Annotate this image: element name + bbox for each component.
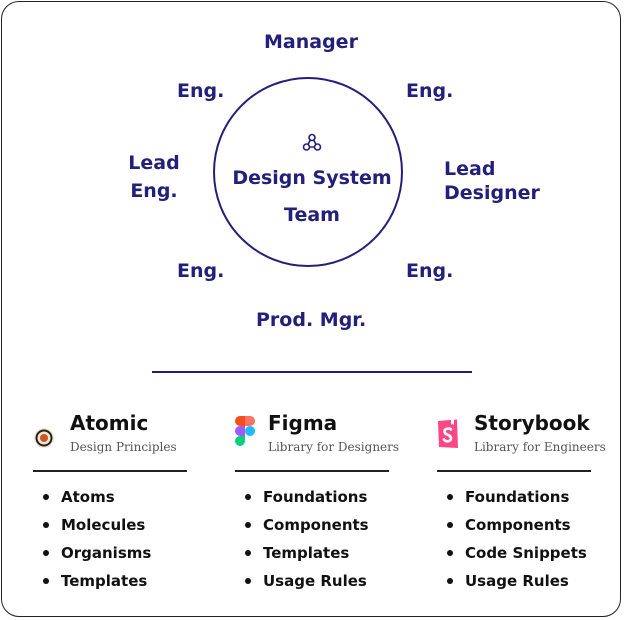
column-figma: Figma Library for Designers Foundations … xyxy=(235,410,399,600)
list-item: Usage Rules xyxy=(245,572,369,600)
atomic-logo-icon xyxy=(34,428,54,448)
list-item: Templates xyxy=(43,572,151,600)
column-subtitle-atomic: Design Principles xyxy=(70,440,177,454)
list-item: Components xyxy=(447,516,587,544)
column-rule-storybook xyxy=(437,470,591,472)
list-item: Code Snippets xyxy=(447,544,587,572)
column-header-figma: Figma Library for Designers xyxy=(235,410,399,460)
role-eng-top-left: Eng. xyxy=(177,80,225,102)
column-list-storybook: Foundations Components Code Snippets Usa… xyxy=(447,488,587,600)
column-title-atomic: Atomic xyxy=(70,411,149,435)
column-list-figma: Foundations Components Templates Usage R… xyxy=(245,488,369,600)
role-lead-eng-line2: Eng. xyxy=(130,180,178,202)
list-item: Atoms xyxy=(43,488,151,516)
column-title-storybook: Storybook xyxy=(474,411,590,435)
list-item: Molecules xyxy=(43,516,151,544)
column-rule-figma xyxy=(235,470,389,472)
storybook-logo-icon xyxy=(438,419,458,448)
list-item: Organisms xyxy=(43,544,151,572)
role-prod-mgr: Prod. Mgr. xyxy=(256,309,367,331)
column-subtitle-figma: Library for Designers xyxy=(268,440,400,454)
column-header-atomic: Atomic Design Principles xyxy=(33,410,193,460)
team-icon xyxy=(302,133,322,151)
role-eng-top-right: Eng. xyxy=(406,80,454,102)
team-label-line2: Team xyxy=(284,204,340,226)
column-subtitle-storybook: Library for Engineers xyxy=(474,440,606,454)
figma-logo-icon xyxy=(235,416,255,446)
team-center-label: Design System Team xyxy=(213,160,411,234)
role-lead-eng: Lead Eng. xyxy=(126,151,182,203)
list-item: Templates xyxy=(245,544,369,572)
column-atomic: Atomic Design Principles Atoms Molecules… xyxy=(33,410,193,600)
column-storybook: Storybook Library for Engineers Foundati… xyxy=(437,410,606,600)
team-label-line1: Design System xyxy=(232,167,392,189)
list-item: Foundations xyxy=(447,488,587,516)
role-lead-designer: Lead Designer xyxy=(444,157,544,205)
list-item: Components xyxy=(245,516,369,544)
role-manager: Manager xyxy=(264,31,358,53)
column-title-figma: Figma xyxy=(268,411,338,435)
role-eng-bottom-left: Eng. xyxy=(177,260,225,282)
section-divider xyxy=(152,371,472,373)
team-circle xyxy=(213,77,403,267)
role-lead-designer-line1: Lead xyxy=(444,158,496,180)
role-lead-designer-line2: Designer xyxy=(444,182,540,204)
list-item: Usage Rules xyxy=(447,572,587,600)
column-header-storybook: Storybook Library for Engineers xyxy=(437,410,606,460)
list-item: Foundations xyxy=(245,488,369,516)
role-lead-eng-line1: Lead xyxy=(128,152,180,174)
role-eng-bottom-right: Eng. xyxy=(406,260,454,282)
column-rule-atomic xyxy=(33,470,187,472)
column-list-atomic: Atoms Molecules Organisms Templates xyxy=(43,488,151,600)
